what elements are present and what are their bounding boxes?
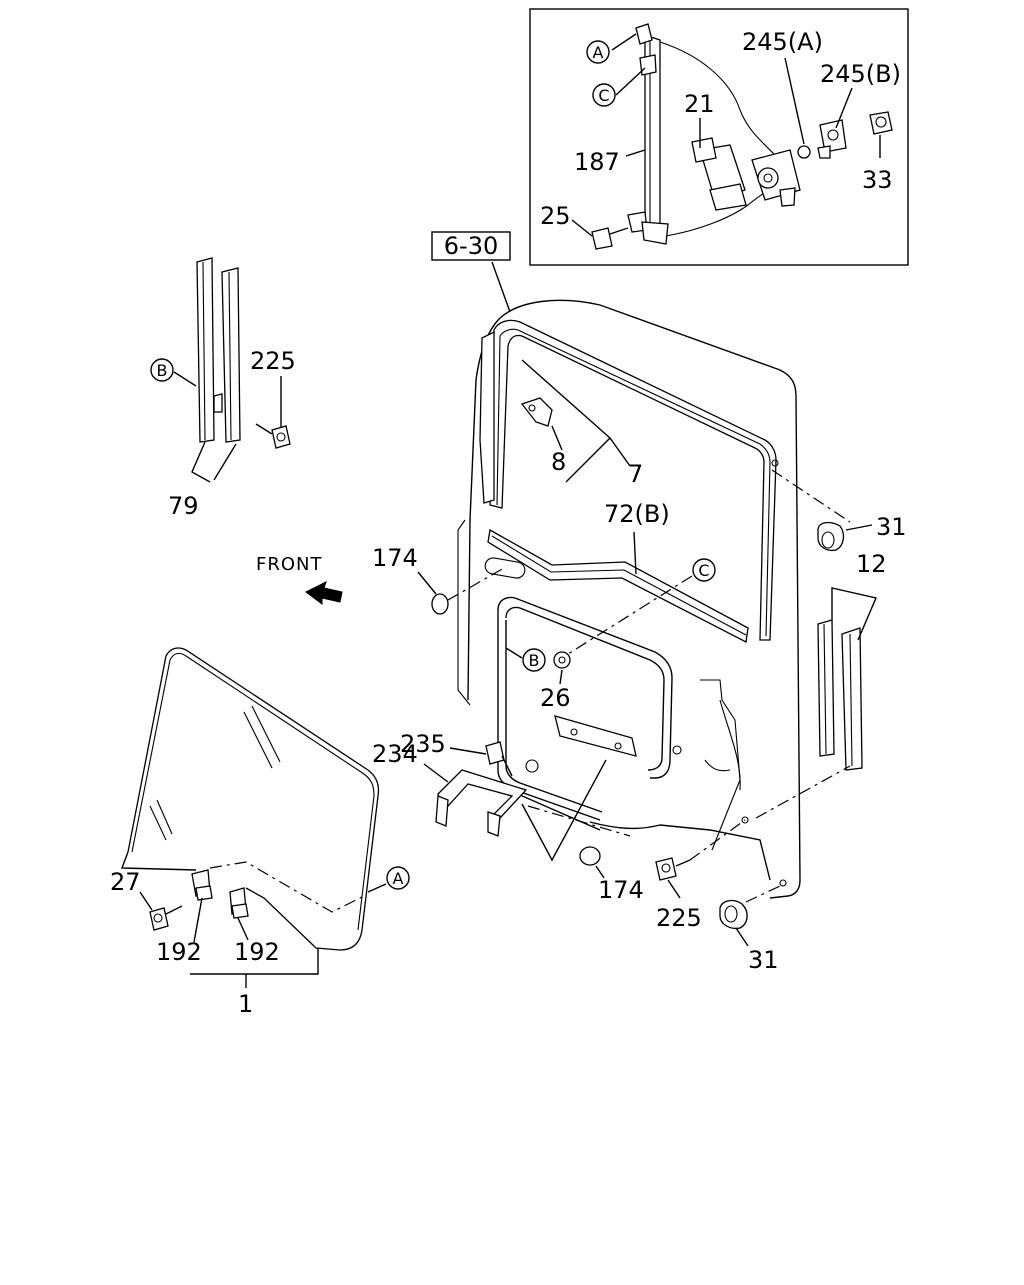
inset-regulator-box: A C 245(A) 245(B) 21 187 33 25 <box>529 8 909 266</box>
svg-text:FRONT: FRONT <box>256 554 323 575</box>
label-192-right: 192 <box>234 938 280 966</box>
strip-79 <box>196 257 241 443</box>
strips-12 <box>817 619 863 771</box>
svg-text:A: A <box>393 869 404 888</box>
label-225-bottom: 225 <box>656 904 702 932</box>
glass-clip-192-left <box>191 869 213 901</box>
label-33: 33 <box>862 166 893 194</box>
label-187: 187 <box>574 148 620 176</box>
svg-text:C: C <box>698 561 709 580</box>
front-direction-indicator: FRONT <box>256 554 343 605</box>
label-192-left: 192 <box>156 938 202 966</box>
part-33-screw <box>869 111 893 135</box>
glass-clip-192-right <box>229 887 249 919</box>
label-26: 26 <box>540 684 571 712</box>
label-31-top: 31 <box>876 513 907 541</box>
label-174-bottom: 174 <box>598 876 644 904</box>
part-245a-nut <box>797 145 811 159</box>
label-234: 234 <box>372 740 418 768</box>
part-31-top-grommet <box>817 521 845 552</box>
label-79: 79 <box>168 492 199 520</box>
part-225-bottom-bolt <box>655 857 691 881</box>
label-235: 235 <box>400 730 446 758</box>
part-174-bottom-plug <box>579 846 601 866</box>
part-26-nut <box>553 651 571 669</box>
door-glass <box>120 647 380 951</box>
label-12: 12 <box>856 550 887 578</box>
svg-text:6-30: 6-30 <box>444 232 498 260</box>
callout-a-inset: A <box>586 40 610 64</box>
part-25-bolt <box>591 227 629 250</box>
label-1: 1 <box>238 990 253 1018</box>
regulator-rail-187 <box>627 23 781 245</box>
motor-21 <box>691 137 747 211</box>
label-25: 25 <box>540 202 571 230</box>
callout-a-glass: A <box>386 866 410 890</box>
label-174-left: 174 <box>372 544 418 572</box>
label-72b: 72(B) <box>604 500 670 528</box>
part-234-bracket <box>435 769 528 837</box>
label-245b: 245(B) <box>820 60 901 88</box>
part-225-top-bolt <box>255 423 291 449</box>
label-8: 8 <box>551 448 566 476</box>
label-31-bottom: 31 <box>748 946 779 974</box>
callout-b-strip: B <box>150 358 174 382</box>
svg-text:C: C <box>598 86 609 105</box>
reference-box-6-30: 6-30 <box>431 231 511 313</box>
svg-text:A: A <box>593 43 604 62</box>
label-245a: 245(A) <box>742 28 823 56</box>
callout-c-door: C <box>692 558 716 582</box>
callout-c-inset: C <box>592 83 616 107</box>
label-21: 21 <box>684 90 715 118</box>
label-27: 27 <box>110 868 141 896</box>
part-31-bottom-grommet <box>719 899 748 930</box>
part-174-left-plug <box>431 593 449 615</box>
channel-72b <box>487 528 749 643</box>
label-225-top: 225 <box>250 347 296 375</box>
callout-b-door: B <box>522 648 546 672</box>
part-27-bolt <box>149 905 183 931</box>
part-8-clip <box>520 397 553 427</box>
door-panel <box>457 299 801 899</box>
gearbox <box>751 149 801 207</box>
svg-text:B: B <box>157 361 168 380</box>
part-245b-bracket <box>817 119 847 159</box>
label-7: 7 <box>628 460 643 488</box>
svg-text:B: B <box>529 651 540 670</box>
part-235-bolt <box>485 741 513 777</box>
